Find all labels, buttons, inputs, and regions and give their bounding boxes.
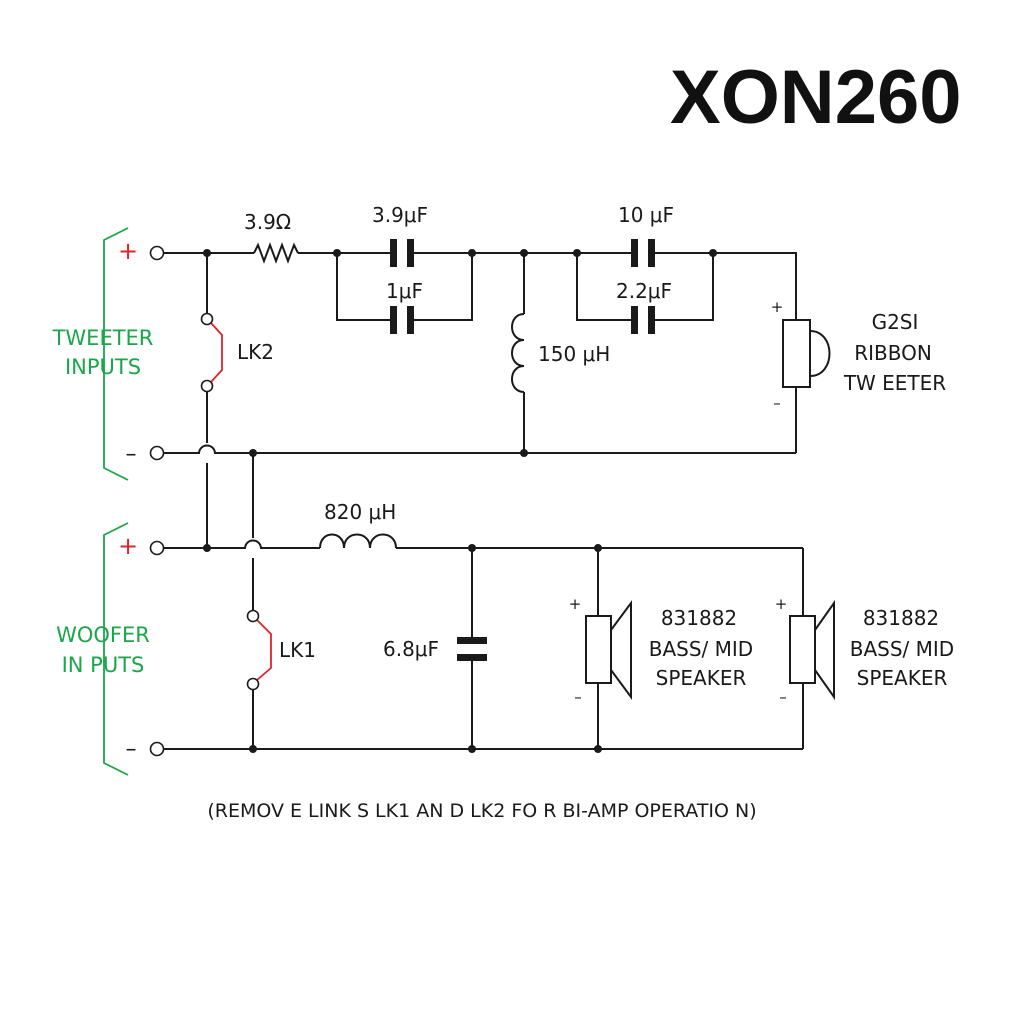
junction-dot bbox=[468, 745, 476, 753]
lk1-bottom-terminal[interactable] bbox=[246, 677, 260, 691]
tweeter-name-line3: TW EETER bbox=[843, 371, 946, 395]
tweeter-dome-icon bbox=[809, 330, 831, 377]
woofer-b-plus-mark: + bbox=[775, 595, 788, 613]
tweeter-negative-rail bbox=[163, 444, 796, 454]
l1-label: 150 μH bbox=[538, 342, 610, 366]
lk2-label: LK2 bbox=[237, 340, 274, 364]
l2-label: 820 μH bbox=[324, 500, 396, 524]
junction-dot bbox=[468, 249, 476, 257]
tweeter-input-bracket bbox=[103, 227, 129, 481]
c2-label: 1μF bbox=[386, 279, 423, 303]
woofer-a-magnet bbox=[585, 615, 612, 684]
tweeter-plus-mark: + bbox=[771, 298, 784, 316]
junction-dot bbox=[594, 745, 602, 753]
woofer-b-magnet bbox=[789, 615, 816, 684]
capacitor-plate bbox=[390, 239, 397, 267]
woofer-b-cone-icon bbox=[814, 599, 835, 701]
woofer-a-name-line3: SPEAKER bbox=[656, 666, 747, 690]
woofer-inputs-label-line1: WOOFER bbox=[56, 623, 150, 647]
lk1-label: LK1 bbox=[279, 638, 316, 662]
woofer-plus-sign: + bbox=[118, 532, 138, 560]
wire bbox=[655, 252, 797, 320]
c4-label: 2.2μF bbox=[616, 279, 672, 303]
c3-label: 10 μF bbox=[618, 203, 674, 227]
junction-dot bbox=[203, 544, 211, 552]
capacitor-plate bbox=[457, 637, 487, 644]
woofer-a-name-line1: 831882 bbox=[661, 606, 737, 630]
capacitor-plate bbox=[407, 239, 414, 267]
inductor-symbol bbox=[319, 533, 397, 549]
c5-label: 6.8μF bbox=[383, 637, 439, 661]
capacitor-plate bbox=[648, 239, 655, 267]
junction-dot bbox=[573, 249, 581, 257]
tweeter-minus-sign: – bbox=[126, 442, 137, 467]
r1-label: 3.9Ω bbox=[244, 210, 291, 234]
tweeter-driver-body bbox=[782, 319, 811, 388]
tweeter-inputs-label-line2: INPUTS bbox=[65, 355, 141, 379]
woofer-inputs-label-line2: IN PUTS bbox=[62, 653, 145, 677]
woofer-minus-sign: – bbox=[126, 737, 137, 762]
junction-dot bbox=[520, 449, 528, 457]
resistor-symbol bbox=[253, 242, 299, 264]
lk1-top-terminal[interactable] bbox=[246, 609, 260, 623]
junction-dot bbox=[333, 249, 341, 257]
capacitor-plate bbox=[648, 306, 655, 334]
link-lk2[interactable] bbox=[210, 322, 223, 383]
capacitor-plate bbox=[631, 306, 638, 334]
tweeter-plus-sign: + bbox=[118, 237, 138, 265]
woofer-a-minus-mark: – bbox=[574, 688, 582, 706]
inductor-symbol bbox=[511, 313, 525, 393]
woofer-positive-terminal[interactable] bbox=[149, 540, 165, 556]
woofer-b-name-line1: 831882 bbox=[863, 606, 939, 630]
woofer-a-cone-icon bbox=[610, 599, 632, 701]
junction-dot bbox=[520, 249, 528, 257]
woofer-input-bracket bbox=[103, 522, 129, 776]
tweeter-section bbox=[163, 239, 831, 548]
tweeter-minus-mark: – bbox=[773, 394, 781, 412]
wire bbox=[576, 253, 631, 321]
tweeter-name-line2: RIBBON bbox=[854, 341, 932, 365]
diagram-title: XON260 bbox=[670, 55, 962, 140]
wire bbox=[414, 253, 473, 321]
link-lk1[interactable] bbox=[256, 619, 272, 681]
capacitor-plate bbox=[631, 239, 638, 267]
junction-dot bbox=[203, 249, 211, 257]
tweeter-name-line1: G2SI bbox=[872, 310, 919, 334]
capacitor-plate bbox=[407, 306, 414, 334]
woofer-a-plus-mark: + bbox=[569, 595, 582, 613]
lk2-top-terminal[interactable] bbox=[200, 312, 214, 326]
wire bbox=[163, 539, 320, 549]
woofer-b-name-line2: BASS/ MID bbox=[850, 637, 954, 661]
junction-dot bbox=[709, 249, 717, 257]
lk2-bottom-terminal[interactable] bbox=[200, 379, 214, 393]
woofer-negative-terminal[interactable] bbox=[149, 741, 165, 757]
tweeter-negative-terminal[interactable] bbox=[149, 445, 165, 461]
junction-dot bbox=[468, 544, 476, 552]
capacitor-plate bbox=[457, 654, 487, 661]
wire bbox=[336, 253, 390, 321]
c1-label: 3.9μF bbox=[372, 203, 428, 227]
tweeter-inputs-label-line1: TWEETER bbox=[52, 326, 154, 350]
woofer-section bbox=[163, 453, 835, 753]
wire bbox=[655, 253, 714, 321]
woofer-b-minus-mark: – bbox=[779, 688, 787, 706]
junction-dot bbox=[249, 745, 257, 753]
woofer-b-name-line3: SPEAKER bbox=[857, 666, 948, 690]
capacitor-plate bbox=[390, 306, 397, 334]
footnote: (REMOV E LINK S LK1 AN D LK2 FO R BI-AMP… bbox=[207, 800, 756, 822]
woofer-a-name-line2: BASS/ MID bbox=[649, 637, 753, 661]
tweeter-positive-terminal[interactable] bbox=[149, 245, 165, 261]
junction-dot bbox=[594, 544, 602, 552]
